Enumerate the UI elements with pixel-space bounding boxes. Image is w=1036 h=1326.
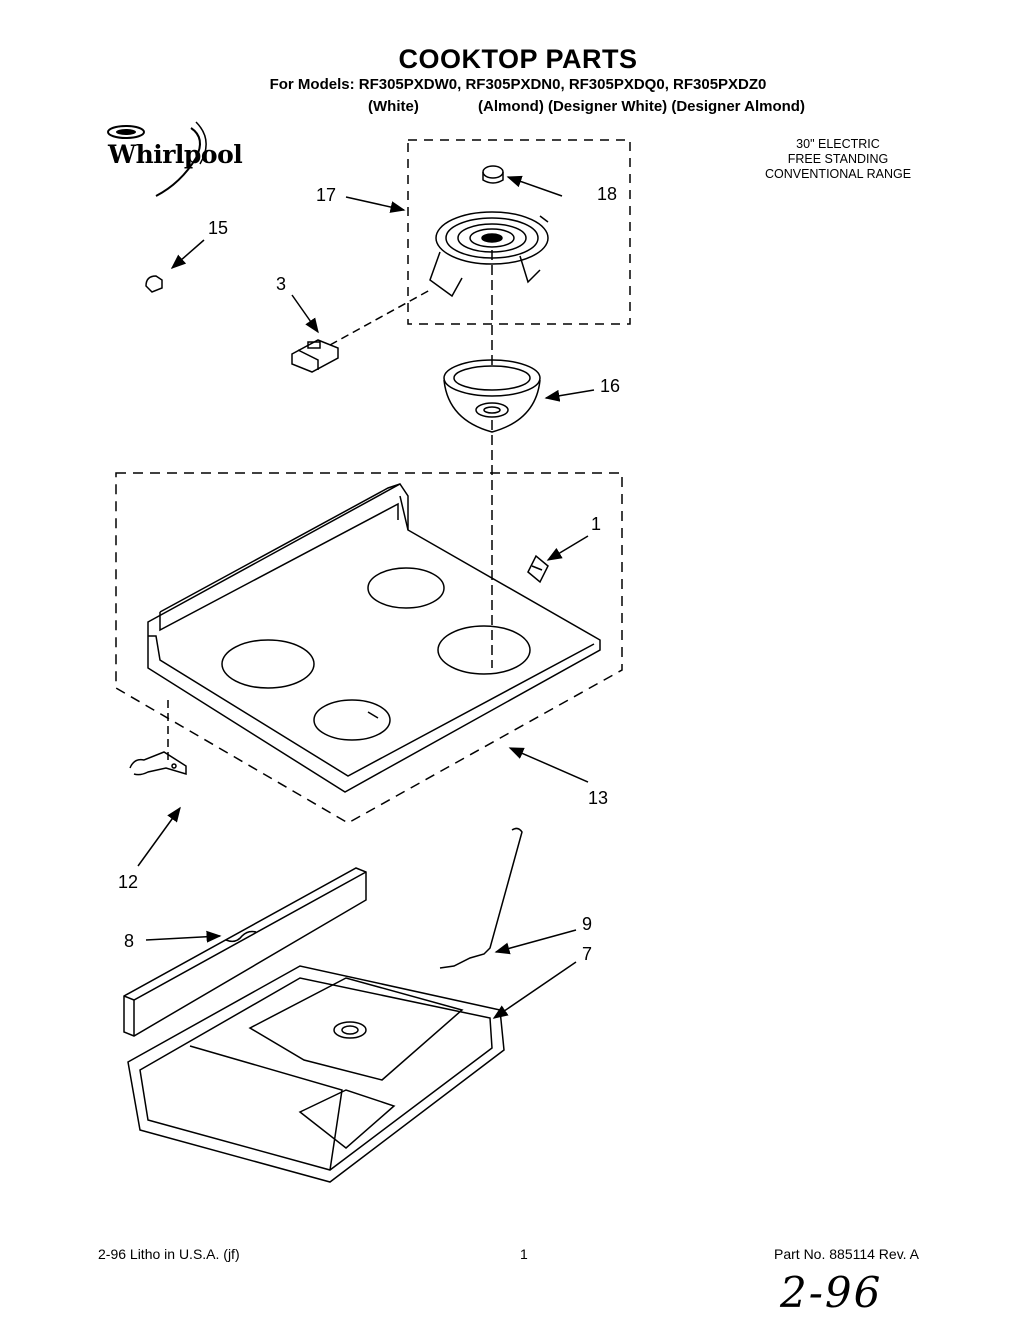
callout-8: 8 <box>124 931 134 951</box>
range-description: 30" ELECTRIC FREE STANDING CONVENTIONAL … <box>738 137 938 182</box>
callout-13: 13 <box>588 788 608 808</box>
cooktop-group-box <box>115 472 623 824</box>
callout-16: 16 <box>600 376 620 396</box>
part-8-front-panel <box>123 867 367 1037</box>
part-13-cooktop <box>147 483 601 793</box>
callout-1: 1 <box>591 514 601 534</box>
handwritten-date: 2-96 <box>780 1268 883 1317</box>
color-others: (Almond) (Designer White) (Designer Almo… <box>478 98 805 115</box>
color-white: (White) <box>368 98 419 115</box>
page-title: COOKTOP PARTS <box>398 44 638 74</box>
callout-18: 18 <box>597 184 617 204</box>
range-line-1: 30" ELECTRIC <box>796 137 880 151</box>
part-15-clip <box>145 275 163 293</box>
range-line-3: CONVENTIONAL RANGE <box>764 167 912 181</box>
callout-9: 9 <box>582 914 592 934</box>
callout-12: 12 <box>118 872 138 892</box>
part-17-surface-element <box>429 211 549 298</box>
callout-3: 3 <box>276 274 286 294</box>
range-line-2: FREE STANDING <box>787 152 889 166</box>
whirlpool-logo-icon <box>107 121 207 197</box>
part-7-burner-box <box>127 965 505 1183</box>
part-1-bracket <box>527 554 549 584</box>
callout-7: 7 <box>582 944 592 964</box>
callout-17: 17 <box>316 185 336 205</box>
part-16-drip-bowl <box>443 359 541 433</box>
part-18-cap <box>482 165 504 184</box>
part-number: Part No. 885114 Rev. A <box>774 1246 920 1262</box>
part-12-hinge <box>129 751 187 776</box>
page-number: 1 <box>520 1246 528 1262</box>
part-9-rod <box>439 827 523 969</box>
brand-logo-text: Whirlpool <box>108 140 243 169</box>
litho-note: 2-96 Litho in U.S.A. (jf) <box>98 1246 240 1262</box>
model-list: For Models: RF305PXDW0, RF305PXDN0, RF30… <box>269 76 767 93</box>
element-group-box <box>407 139 631 325</box>
part-3-terminal-block <box>291 339 339 373</box>
callout-15: 15 <box>208 218 228 238</box>
